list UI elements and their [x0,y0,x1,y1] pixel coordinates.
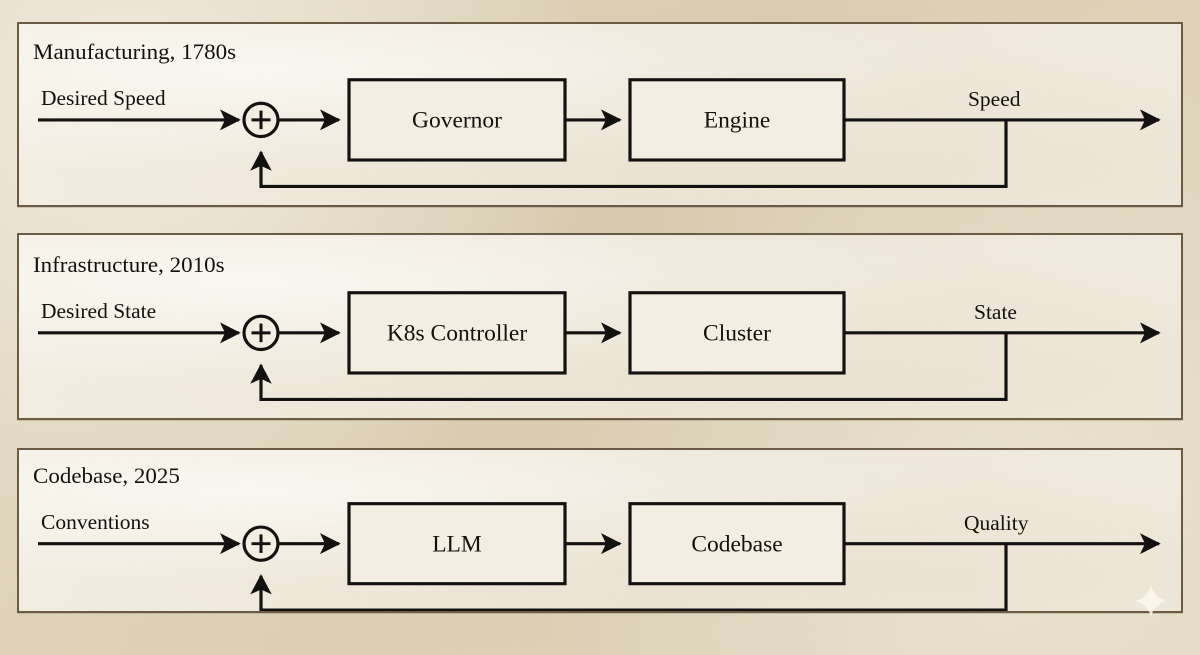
panel-codebase: Codebase, 2025 Conventions LLM Codebase … [17,448,1183,613]
plant-block: Codebase [628,502,846,586]
summing-junction [242,525,280,562]
controller-label: LLM [432,532,482,558]
controller-block: Governor [347,78,567,162]
input-signal-label: Conventions [41,510,150,534]
panel-codebase-diagram: Codebase, 2025 Conventions LLM Codebase … [19,450,1181,611]
plant-label: Engine [704,108,771,134]
panel-title: Codebase, 2025 [33,463,180,488]
controller-box [347,291,567,375]
controller-box [347,502,567,586]
controller-label: K8s Controller [387,321,528,347]
summing-junction [242,314,280,352]
controller-block: LLM [347,502,567,586]
summing-junction [242,101,280,139]
plant-label: Codebase [691,532,782,558]
output-signal-label: Quality [964,511,1029,535]
panel-infrastructure-diagram: Infrastructure, 2010s Desired State K8s … [19,235,1181,418]
input-signal-label: Desired Speed [41,86,166,110]
panel-title: Infrastructure, 2010s [33,252,225,277]
controller-box [347,78,567,162]
panel-manufacturing: Manufacturing, 1780s Desired Speed Gover… [17,22,1183,207]
output-signal-label: State [974,300,1017,324]
feedback-wire [250,332,1008,401]
feedback-wire [250,119,1008,188]
panel-title: Manufacturing, 1780s [33,39,236,64]
plant-block: Engine [628,78,846,162]
controller-label: Governor [412,108,502,134]
plant-box [628,78,846,162]
output-signal-label: Speed [968,87,1021,111]
feedback-wire [250,543,1008,611]
panel-infrastructure: Infrastructure, 2010s Desired State K8s … [17,233,1183,420]
plant-block: Cluster [628,291,846,375]
panel-manufacturing-diagram: Manufacturing, 1780s Desired Speed Gover… [19,24,1181,205]
plant-label: Cluster [703,321,771,347]
controller-block: K8s Controller [347,291,567,375]
input-signal-label: Desired State [41,299,156,323]
